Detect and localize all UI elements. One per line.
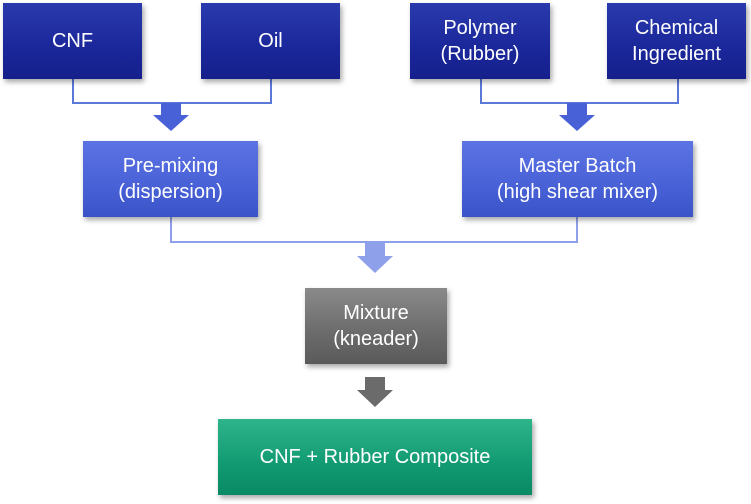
node-label: CNF + Rubber Composite bbox=[259, 446, 491, 468]
arrow-down-icon bbox=[357, 377, 393, 407]
node-label: Polymer (Rubber) bbox=[440, 17, 520, 65]
node-label: Pre-mixing (dispersion) bbox=[118, 155, 223, 203]
node-label: Mixture (kneader) bbox=[333, 302, 419, 350]
node-composite: CNF + Rubber Composite bbox=[218, 419, 532, 495]
arrow-down-icon bbox=[357, 243, 393, 273]
connector-cnf-oil bbox=[72, 79, 272, 104]
node-oil: Oil bbox=[201, 3, 340, 79]
node-mixture: Mixture (kneader) bbox=[305, 288, 447, 364]
node-polymer: Polymer (Rubber) bbox=[410, 3, 550, 79]
node-master-batch: Master Batch (high shear mixer) bbox=[462, 141, 693, 217]
node-premixing: Pre-mixing (dispersion) bbox=[83, 141, 258, 217]
arrow-down-icon bbox=[153, 103, 189, 131]
connector-polymer-chemical bbox=[480, 79, 679, 104]
node-label: CNF bbox=[51, 30, 94, 52]
node-label: Chemical Ingredient bbox=[632, 17, 721, 65]
node-cnf: CNF bbox=[3, 3, 142, 79]
node-chemical-ingredient: Chemical Ingredient bbox=[607, 3, 746, 79]
connector-premix-masterbatch bbox=[170, 217, 578, 243]
node-label: Oil bbox=[258, 30, 283, 52]
node-label: Master Batch (high shear mixer) bbox=[496, 155, 659, 203]
arrow-down-icon bbox=[559, 103, 595, 131]
